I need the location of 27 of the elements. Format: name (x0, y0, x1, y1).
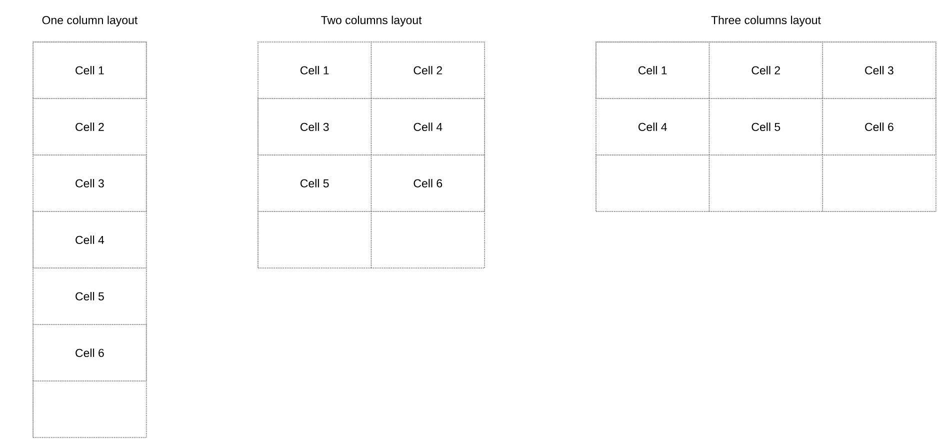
grid-cell: Cell 1 (596, 42, 710, 99)
grid-cell: Cell 3 (822, 42, 936, 99)
grid-cell: Cell 2 (708, 42, 823, 99)
grid-cell: Cell 5 (32, 268, 147, 325)
grid-cell: Cell 5 (708, 98, 823, 156)
grid-heading: Two columns layout (321, 16, 422, 26)
empty-cell (258, 211, 372, 268)
grid-cell: Cell 6 (822, 98, 936, 156)
grid-cell: Cell 4 (370, 98, 485, 156)
grid-cell: Cell 3 (32, 154, 147, 212)
grid-cell: Cell 4 (32, 211, 147, 268)
grid-cell: Cell 2 (32, 98, 147, 156)
grid-cell: Cell 3 (258, 98, 372, 156)
empty-cell (32, 380, 147, 438)
grid-cell: Cell 6 (32, 324, 147, 382)
grid-cell: Cell 6 (370, 154, 485, 212)
grid-heading: Three columns layout (711, 16, 821, 26)
empty-cell (596, 154, 710, 212)
grid-cell: Cell 2 (370, 42, 485, 99)
empty-cell (708, 154, 823, 212)
grid-cell: Cell 4 (596, 98, 710, 156)
grid-heading: One column layout (42, 16, 138, 26)
grid-cell: Cell 1 (32, 42, 147, 99)
empty-cell (370, 211, 485, 268)
grid-cell: Cell 1 (258, 42, 372, 99)
grid-cell: Cell 5 (258, 154, 372, 212)
empty-cell (822, 154, 936, 212)
